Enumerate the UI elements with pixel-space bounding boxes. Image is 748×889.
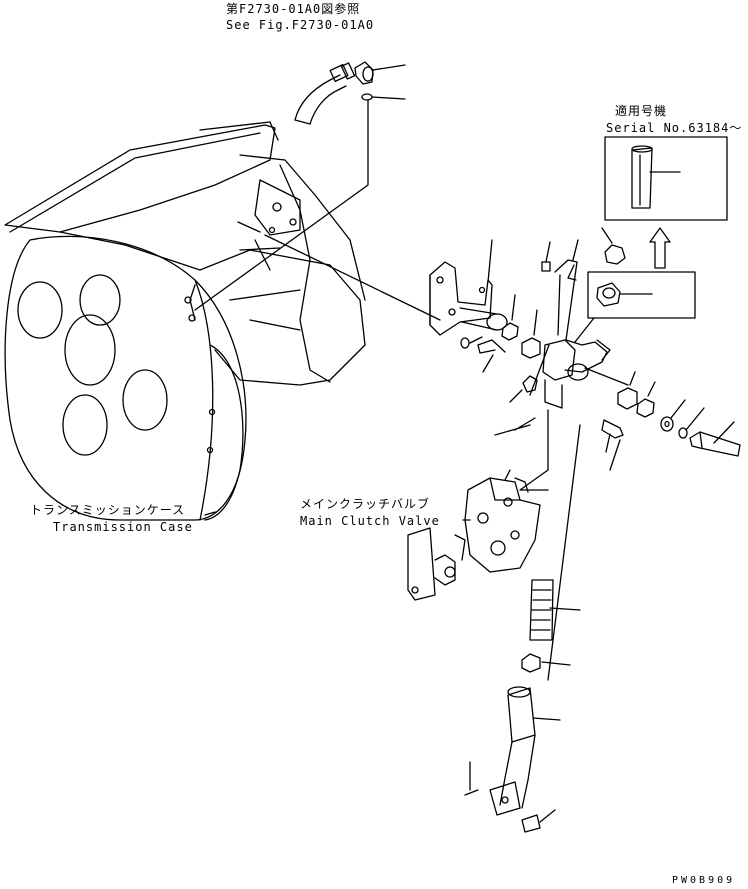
serial-inset <box>604 136 728 269</box>
o-ring <box>361 93 406 101</box>
bolt-bottom <box>521 809 556 833</box>
bushing <box>521 309 541 359</box>
label-leaders <box>204 511 471 521</box>
cylinder <box>464 686 561 816</box>
washer-small <box>460 336 483 349</box>
ref-label-en: See Fig.F2730-01A0 <box>226 18 375 32</box>
main-clutch-valve-label-ja: メインクラッチバルブ <box>300 497 431 511</box>
hose-assembly <box>294 62 356 125</box>
nut-1 <box>501 294 519 341</box>
transmission-case <box>4 121 366 521</box>
leader-line <box>194 99 369 311</box>
bolt-small <box>477 339 506 373</box>
small-nut-top <box>541 241 551 272</box>
mounting-bracket <box>429 239 508 336</box>
washer-1 <box>660 399 686 432</box>
bolt-long <box>689 421 741 457</box>
rod-lines <box>494 409 621 681</box>
threaded-rod <box>529 579 581 641</box>
lever <box>529 239 629 409</box>
serial-label-en: Serial No.63184～ <box>606 121 743 135</box>
ref-label-ja: 第F2730-01A0図参照 <box>226 2 361 16</box>
serial-label-ja: 適用号機 <box>615 104 668 118</box>
grease-fitting <box>509 375 538 403</box>
transmission-case-label-ja: トランスミッションケース <box>30 503 186 517</box>
nut-lower <box>521 653 571 673</box>
elbow-fitting <box>354 61 406 85</box>
leader-line <box>264 234 441 321</box>
main-clutch-valve-label-en: Main Clutch Valve <box>300 514 440 528</box>
main-clutch-valve <box>407 469 541 601</box>
transmission-case-label-en: Transmission Case <box>53 520 193 534</box>
pin-lower <box>601 419 624 453</box>
collar <box>617 371 638 410</box>
washer-2 <box>678 407 705 439</box>
sleeve-box <box>574 271 696 343</box>
nut-2 <box>636 381 656 418</box>
nut-top-right <box>601 227 626 265</box>
drawing-code: PW0B909 <box>672 875 736 886</box>
